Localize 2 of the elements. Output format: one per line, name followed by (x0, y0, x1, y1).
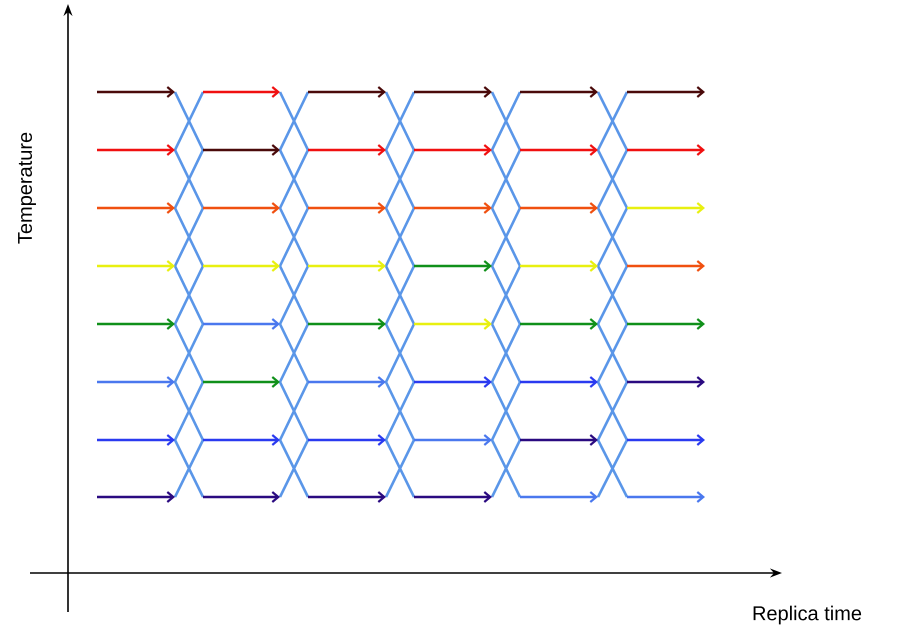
axis-label: Replica time (754, 606, 862, 624)
axis-label: Temperature (18, 132, 36, 244)
